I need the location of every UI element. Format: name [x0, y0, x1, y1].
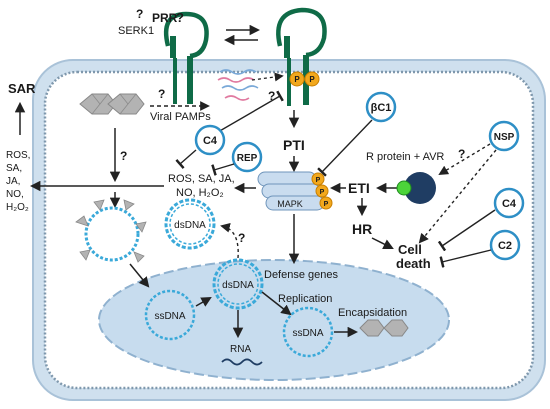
svg-text:βC1: βC1: [371, 102, 392, 114]
dsdna-nucleus: dsDNA: [212, 258, 264, 310]
ros-center-line2: NO, H₂O₂: [176, 187, 224, 199]
prr-receptor-left: [163, 11, 209, 104]
serk1-question: ?: [136, 7, 143, 21]
pamp-question: ?: [158, 87, 165, 101]
prr-label: PRR: [152, 11, 178, 25]
svg-text:ROS,: ROS,: [6, 150, 30, 161]
svg-text:C2: C2: [498, 240, 512, 252]
hr-label: HR: [352, 221, 372, 237]
svg-text:dsDNA: dsDNA: [222, 280, 254, 291]
mapk-label: MAPK: [277, 199, 303, 209]
c4-protein-right: C4: [493, 187, 525, 219]
cell-death-line1: Cell: [398, 242, 422, 257]
ssdna-nucleus-right: ssDNA: [282, 306, 334, 358]
svg-text:P: P: [316, 177, 321, 184]
ros-left-list: ROS, SA, JA, NO, H₂O₂: [6, 150, 30, 213]
svg-text:C4: C4: [203, 135, 218, 147]
prr-question: ?: [176, 10, 184, 25]
nsp-question: ?: [458, 147, 465, 161]
nsp-protein: NSP: [488, 120, 520, 152]
svg-text:P: P: [320, 189, 325, 196]
c2-protein: C2: [489, 229, 521, 261]
nucleus: [98, 259, 450, 381]
r-protein-avr-label: R protein + AVR: [366, 151, 444, 163]
svg-text:NSP: NSP: [494, 132, 515, 143]
dsdna-cytoplasm: dsDNA: [164, 198, 216, 250]
virus-particle: [79, 93, 145, 115]
sar-label: SAR: [8, 81, 36, 96]
svg-text:P: P: [324, 201, 329, 208]
new-virion: [359, 319, 409, 337]
viral-pamps-strands: [217, 69, 259, 101]
defense-genes-label: Defense genes: [264, 269, 338, 281]
replication-label: Replication: [278, 293, 332, 305]
svg-text:REP: REP: [237, 153, 258, 164]
encapsidation-label: Encapsidation: [338, 307, 407, 319]
svg-text:H₂O₂: H₂O₂: [6, 202, 29, 213]
uncoating-virus: [75, 199, 147, 263]
phospho-label: P: [309, 75, 315, 84]
left-question: ?: [120, 149, 127, 163]
rna-strand: [221, 358, 263, 366]
rna-label: RNA: [230, 344, 251, 355]
phospho-label: P: [294, 75, 300, 84]
svg-text:ssDNA: ssDNA: [292, 328, 323, 339]
cell-death-line2: death: [396, 256, 431, 271]
svg-text:JA,: JA,: [6, 176, 20, 187]
pti-label: PTI: [283, 137, 305, 153]
eti-label: ETI: [348, 180, 370, 196]
svg-text:SA,: SA,: [6, 163, 22, 174]
ros-center-line1: ROS, SA, JA,: [168, 173, 235, 185]
r-protein-avr-complex: [396, 172, 436, 204]
ssdna-nucleus-left: ssDNA: [144, 289, 196, 341]
svg-text:NO,: NO,: [6, 189, 24, 200]
svg-text:C4: C4: [502, 198, 517, 210]
c4-receptor-question: ?: [268, 89, 275, 103]
viral-pamps-label: Viral PAMPs: [150, 111, 211, 123]
svg-text:dsDNA: dsDNA: [174, 220, 206, 231]
c4-protein-top: C4: [194, 124, 226, 156]
serk1-label: SERK1: [118, 25, 154, 37]
rep-protein: REP: [231, 141, 263, 173]
svg-text:ssDNA: ssDNA: [154, 311, 185, 322]
mapk-cascade: MAPK P P P: [257, 171, 333, 211]
dsdna-question: ?: [238, 231, 245, 245]
bc1-protein: βC1: [365, 91, 397, 123]
